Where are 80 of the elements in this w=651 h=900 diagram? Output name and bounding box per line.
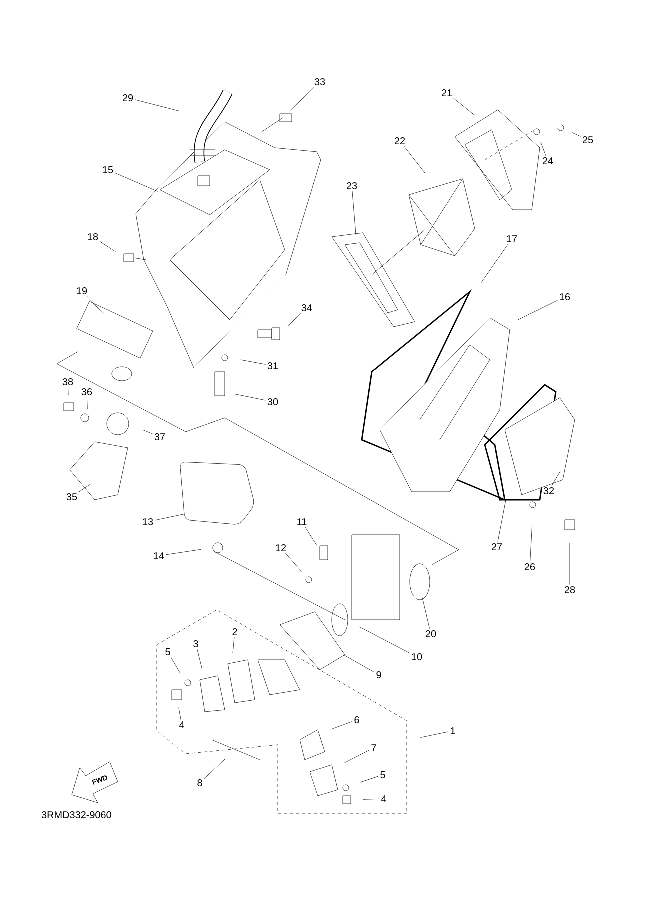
leader-line (170, 656, 181, 674)
callout-number: 26 (524, 563, 536, 571)
callout-number: 2 (232, 628, 238, 636)
callout-number: 19 (77, 287, 88, 295)
leader-line (360, 776, 379, 783)
leader-line (86, 296, 105, 316)
leader-line (178, 708, 182, 720)
callout-number: 15 (103, 166, 114, 174)
callout-number: 16 (560, 293, 570, 301)
callout-number: 4 (381, 796, 386, 802)
leader-line (344, 655, 375, 673)
leader-line (232, 636, 235, 654)
leader-line (404, 146, 426, 174)
leader-line (540, 142, 546, 156)
callout-number: 23 (346, 182, 358, 190)
leader-line (518, 300, 558, 320)
callout-number: 36 (82, 388, 92, 396)
leader-line (86, 397, 88, 410)
leader-line (142, 430, 153, 434)
callout-number: 24 (542, 158, 554, 164)
callout-number: 8 (198, 779, 202, 787)
callout-number: 13 (143, 518, 154, 526)
leader-line (552, 471, 561, 486)
callout-number: 4 (179, 722, 184, 728)
leader-line (285, 552, 302, 572)
callout-number: 20 (426, 630, 436, 638)
callout-number: 21 (442, 90, 452, 96)
callout-number: 18 (88, 233, 98, 241)
callout-number: 11 (298, 518, 307, 526)
leader-line (204, 759, 226, 779)
callout-number: 33 (314, 78, 326, 86)
leader-line (197, 649, 203, 670)
leader-line (240, 360, 266, 365)
callout-number: 22 (394, 138, 406, 144)
leader-line (155, 514, 184, 521)
callout-number: 35 (66, 493, 78, 501)
callout-number: 25 (582, 136, 594, 144)
leader-line (344, 750, 370, 764)
leader-line (422, 598, 430, 629)
callout-number: 38 (62, 378, 74, 386)
leader-line (305, 526, 318, 546)
callout-number: 6 (354, 716, 360, 724)
part-number: 3RMD332-9060 (42, 811, 112, 819)
callout-number: 5 (166, 648, 170, 656)
leader-line (79, 484, 92, 492)
callout-number: 28 (564, 586, 576, 594)
leader-line (481, 244, 509, 284)
leader-line (290, 87, 315, 111)
callout-number: 5 (380, 772, 386, 778)
callout-number: 29 (122, 94, 134, 102)
leader-line (288, 313, 302, 327)
callout-number: 32 (544, 487, 554, 495)
callout-number: 7 (372, 744, 376, 752)
callout-number: 10 (412, 653, 422, 661)
callout-number: 37 (154, 433, 166, 441)
leader-line (68, 387, 69, 396)
leader-line (498, 500, 506, 542)
leader-line (360, 626, 410, 654)
callout-number: 3 (194, 640, 198, 648)
leader-line (530, 524, 533, 562)
leader-line (234, 394, 266, 401)
leader-line (135, 100, 180, 112)
callout-number: 30 (268, 398, 278, 406)
leader-line (420, 732, 449, 738)
leader-line (332, 721, 353, 730)
leader-line (166, 549, 202, 556)
callout-number: 34 (302, 304, 312, 312)
callout-number: 9 (376, 671, 382, 679)
leader-line (100, 242, 116, 252)
callout-number: 1 (451, 728, 456, 734)
leader-line (362, 798, 380, 800)
callout-number: 17 (507, 236, 518, 242)
callout-number: 14 (154, 552, 164, 560)
callout-number: 12 (276, 544, 286, 552)
callout-number: 27 (492, 544, 502, 550)
callout-number: 31 (268, 362, 278, 370)
leader-line (453, 98, 475, 116)
leader-line (572, 132, 581, 137)
leader-line (115, 172, 158, 192)
leader-line (352, 191, 356, 236)
